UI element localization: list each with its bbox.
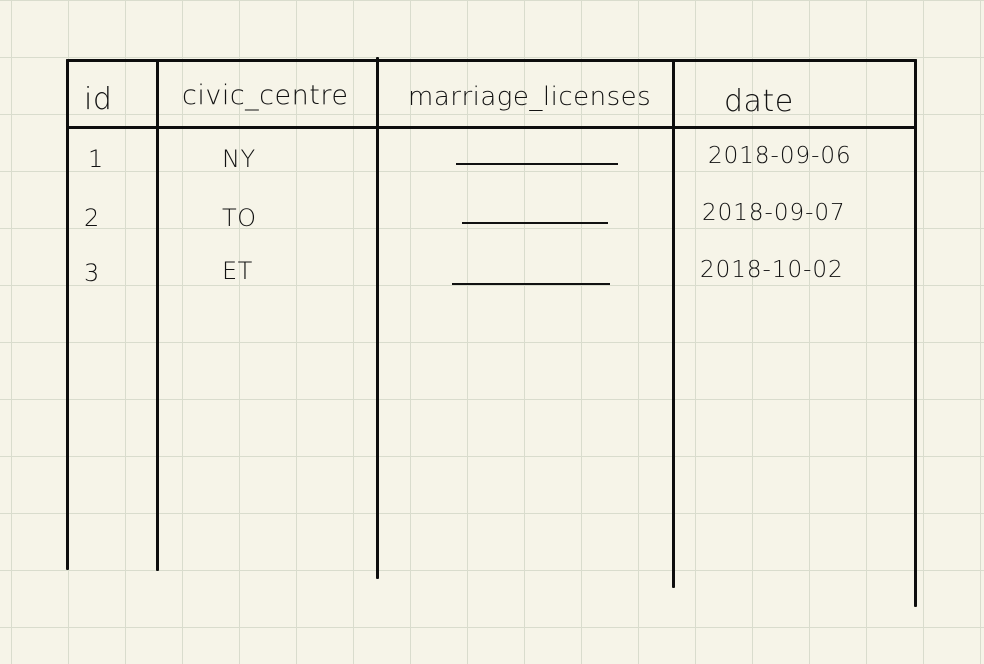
cell-date: 2018-10-02 [700, 257, 844, 283]
cell-civic-centre: NY [222, 145, 256, 173]
cell-id: 1 [88, 145, 104, 173]
cell-civic-centre: TO [222, 204, 257, 232]
header-date: date [724, 84, 794, 119]
column-line-id [156, 60, 159, 571]
cell-id: 3 [84, 259, 100, 287]
column-line-marriage-licenses [672, 60, 675, 588]
cell-date: 2018-09-07 [702, 200, 846, 226]
header-underline [68, 126, 917, 129]
cell-marriage-licenses-blank [456, 163, 618, 165]
cell-marriage-licenses-blank [452, 283, 610, 285]
column-line-civic-centre [376, 57, 379, 579]
cell-civic-centre: ET [222, 257, 253, 285]
table-top-border [66, 59, 917, 62]
cell-date: 2018-09-06 [708, 143, 852, 169]
cell-id: 2 [84, 204, 100, 232]
header-marriage-licenses: marriage_licenses [408, 82, 652, 112]
cell-marriage-licenses-blank [462, 222, 608, 224]
column-line-right [914, 59, 917, 607]
header-id: id [84, 82, 113, 117]
header-civic-centre: civic_centre [182, 80, 349, 111]
column-line-left [66, 59, 69, 570]
